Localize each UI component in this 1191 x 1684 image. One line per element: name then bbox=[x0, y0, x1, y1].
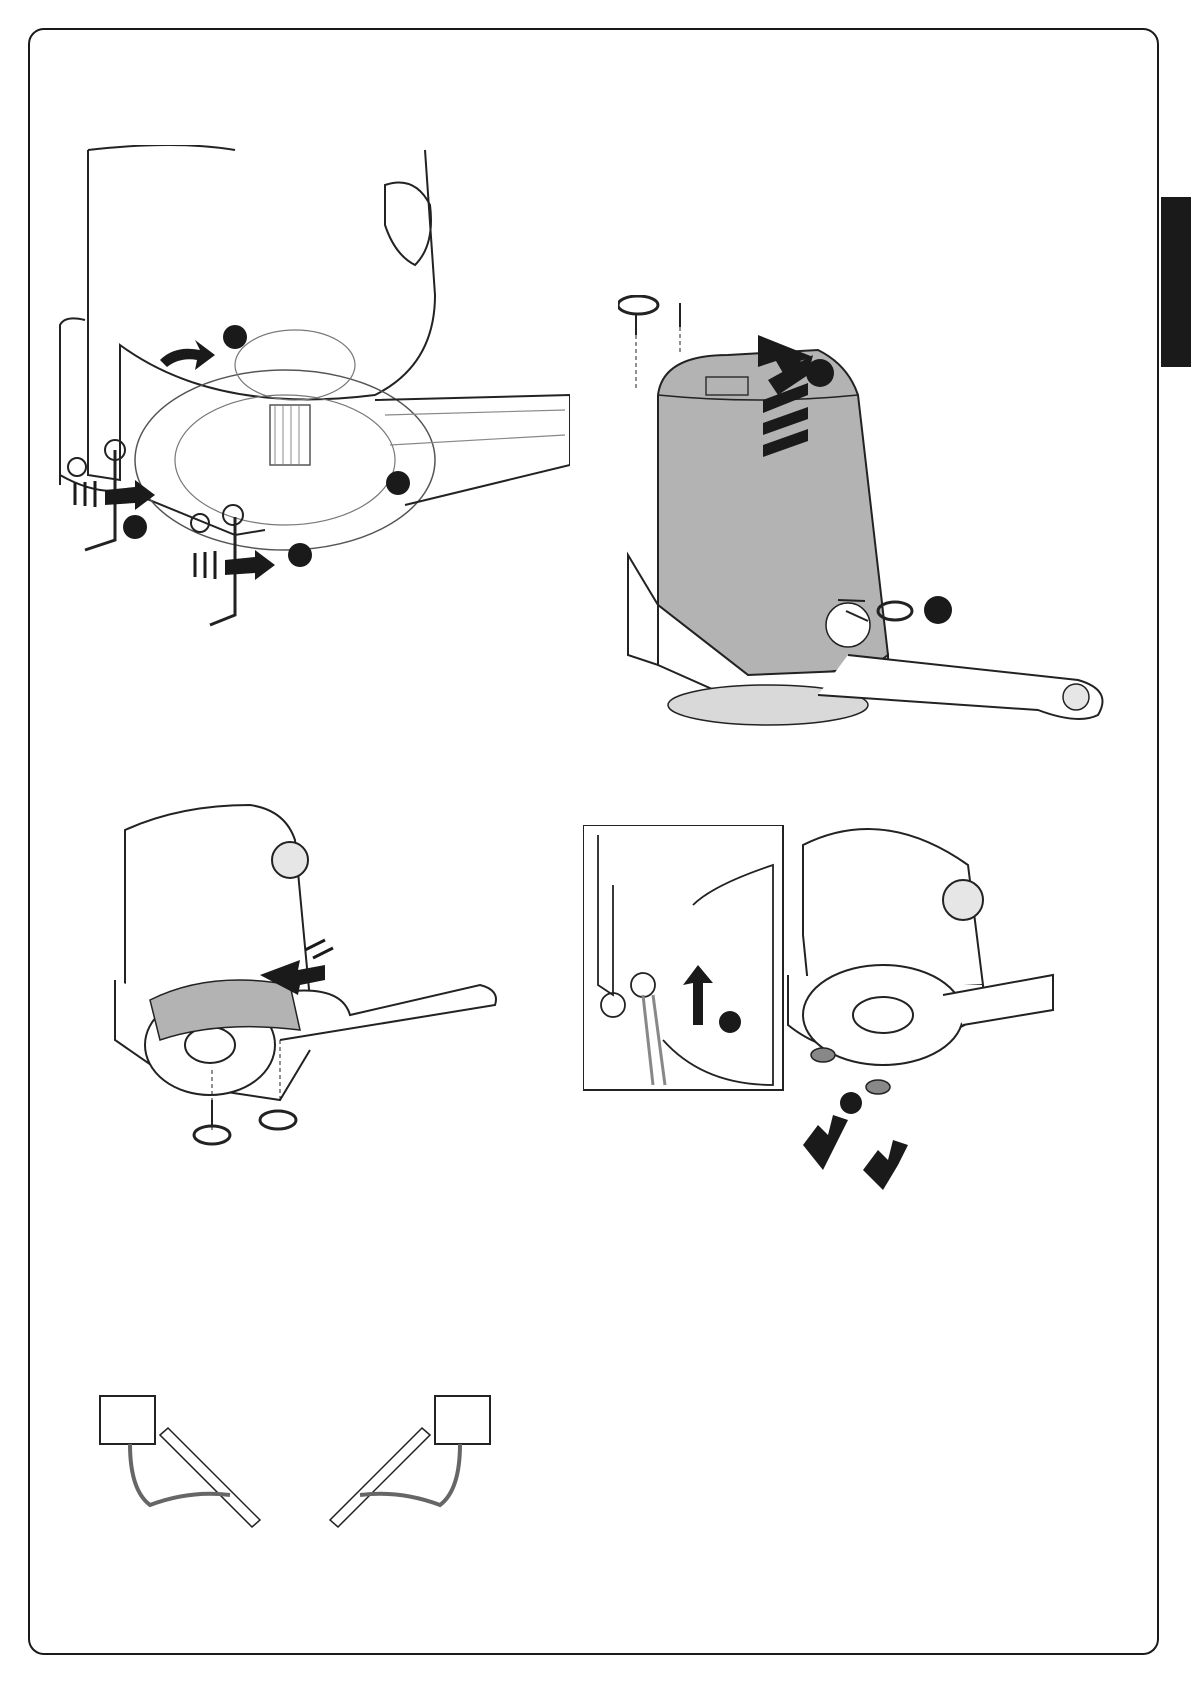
installation-illustration bbox=[90, 1390, 530, 1530]
step-marker-icon bbox=[719, 1011, 741, 1033]
cover-removal-illustration bbox=[618, 295, 1138, 755]
gate-leaf-icon bbox=[160, 1428, 430, 1527]
rotate-arrow-icon bbox=[105, 340, 275, 580]
gate-operator-icon bbox=[100, 1396, 490, 1444]
arm-cover-illustration bbox=[100, 800, 520, 1160]
step-marker-icon bbox=[840, 1092, 862, 1114]
manual-release-illustration bbox=[55, 145, 570, 685]
cable-detail-illustration bbox=[583, 825, 1128, 1230]
figure-cover-removal bbox=[618, 295, 1138, 755]
release-handle-slot bbox=[385, 183, 431, 266]
pull-arrow-icon bbox=[803, 1115, 908, 1190]
rotate-arrow-icon bbox=[194, 1111, 296, 1144]
figure-installation bbox=[90, 1390, 530, 1530]
figure-arm-cover bbox=[100, 800, 520, 1160]
figure-cable-detail bbox=[583, 825, 1128, 1230]
figure-manual-release bbox=[55, 145, 570, 685]
allen-key-icon bbox=[85, 450, 235, 625]
section-tab bbox=[1161, 197, 1191, 367]
